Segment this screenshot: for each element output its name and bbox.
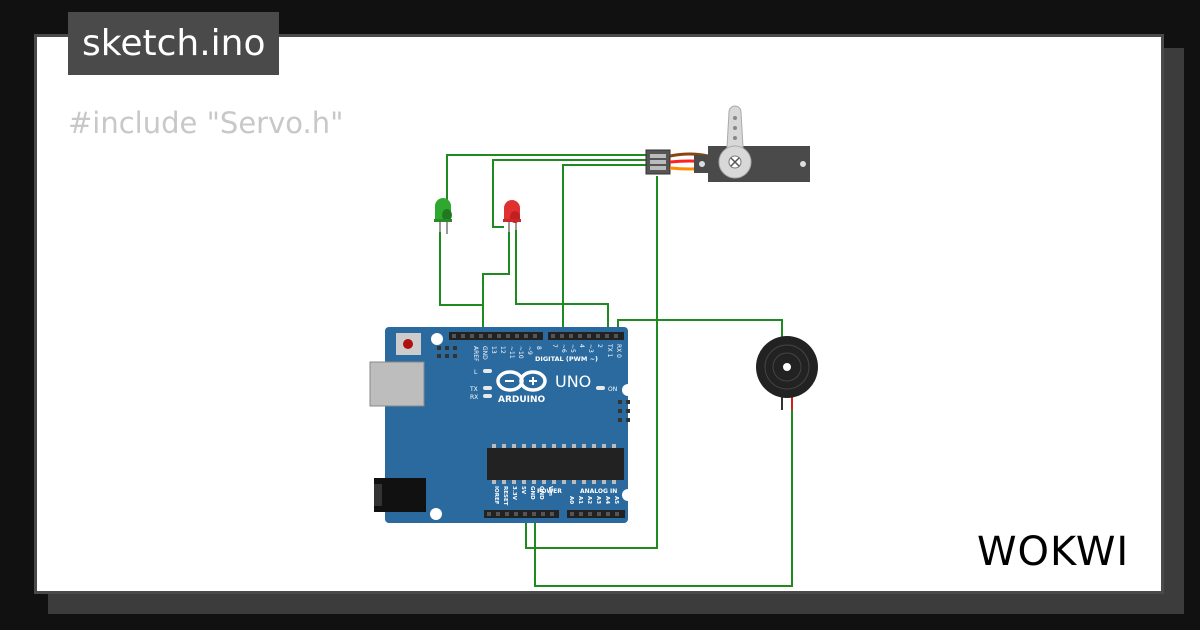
board-led-l	[483, 369, 492, 373]
wire-servo-to-power[interactable]	[525, 176, 658, 549]
led-label-l: L	[474, 369, 478, 376]
power-pin-ioref: IOREF	[493, 486, 499, 505]
analog-pin-a2: A2	[586, 496, 592, 504]
servo-motor[interactable]	[645, 105, 810, 182]
wokwi-logo-text: WOKWI	[977, 529, 1129, 575]
pin-label-2: 2	[596, 344, 603, 348]
pin-label-8: 8	[535, 346, 542, 350]
led-red[interactable]	[503, 200, 521, 232]
power-pin-reset: RESET	[502, 486, 508, 506]
pin-label-3: ~3	[587, 344, 594, 353]
pin-label-5: ~5	[569, 344, 576, 353]
header-analog	[567, 510, 625, 518]
code-first-line: #include "Servo.h"	[68, 106, 344, 140]
board-model: UNO	[555, 372, 591, 391]
led-label-on: ON	[608, 386, 617, 393]
atmega-chip	[487, 448, 624, 480]
board-led-tx	[483, 386, 492, 390]
pin-label-12: 12	[499, 346, 506, 354]
power-pin-vin: Vin	[547, 486, 553, 496]
power-pin-5v: 5V	[520, 486, 526, 495]
board-led-rx	[483, 394, 492, 398]
pin-label-6: ~6	[560, 344, 567, 353]
wire-servo-to-red-led[interactable]	[492, 159, 647, 228]
pin-label-gnd: GND	[481, 346, 488, 360]
usb-port	[369, 361, 425, 407]
analog-header-label: ANALOG IN	[580, 488, 617, 495]
wire-red-led-to-gnd[interactable]	[482, 228, 510, 305]
power-pin-gnd1: GND	[529, 486, 535, 500]
analog-pin-a4: A4	[604, 496, 610, 504]
board-led-on	[596, 386, 605, 390]
wire-green-led-to-servo[interactable]	[446, 154, 647, 233]
wire-buzzer-to-pin0[interactable]	[617, 319, 783, 338]
piezo-buzzer[interactable]	[756, 336, 818, 410]
pin-label-13: 13	[490, 346, 497, 354]
analog-pin-a0: A0	[568, 496, 574, 504]
pin-label-aref: AREF	[472, 346, 479, 362]
digital-header-label: DIGITAL (PWM ~)	[535, 355, 598, 363]
analog-pin-a3: A3	[595, 496, 601, 504]
pin-label-10: ~10	[517, 346, 524, 359]
header-power	[484, 510, 559, 518]
board-brand: ARDUINO	[498, 395, 546, 405]
pin-label-rx0: RX 0	[615, 344, 622, 358]
power-pin-3v3: 3.3V	[511, 486, 517, 501]
file-tab-sketch-ino[interactable]: sketch.ino	[68, 12, 280, 75]
power-jack	[374, 478, 426, 512]
led-label-rx: RX	[470, 394, 478, 401]
header-digital-left	[449, 332, 543, 340]
analog-pin-a5: A5	[613, 496, 619, 504]
pin-label-tx1: TX 1	[606, 343, 613, 358]
led-green[interactable]	[434, 198, 452, 234]
wokwi-logo: WOKWI	[977, 529, 1129, 575]
led-label-tx: TX	[469, 386, 478, 393]
wire-servo-signal-to-pin6[interactable]	[562, 164, 647, 334]
pin-label-9: ~9	[526, 346, 533, 355]
power-pin-gnd2: GND	[538, 486, 544, 500]
wire-green-led-to-gnd[interactable]	[439, 230, 484, 334]
arduino-logo-icon	[496, 370, 547, 392]
arduino-uno-board[interactable]: AREF GND 13 12 ~11 ~10 ~9 8 7 ~6 ~5 4 ~3…	[369, 327, 634, 523]
pin-label-7: 7	[551, 344, 558, 348]
wire-buzzer-to-gnd[interactable]	[534, 398, 793, 587]
pin-label-4: 4	[578, 344, 585, 348]
analog-pin-a1: A1	[577, 496, 583, 504]
header-digital-right	[548, 332, 624, 340]
power-header-label: POWER	[537, 488, 562, 495]
pin-label-11: ~11	[508, 346, 515, 359]
